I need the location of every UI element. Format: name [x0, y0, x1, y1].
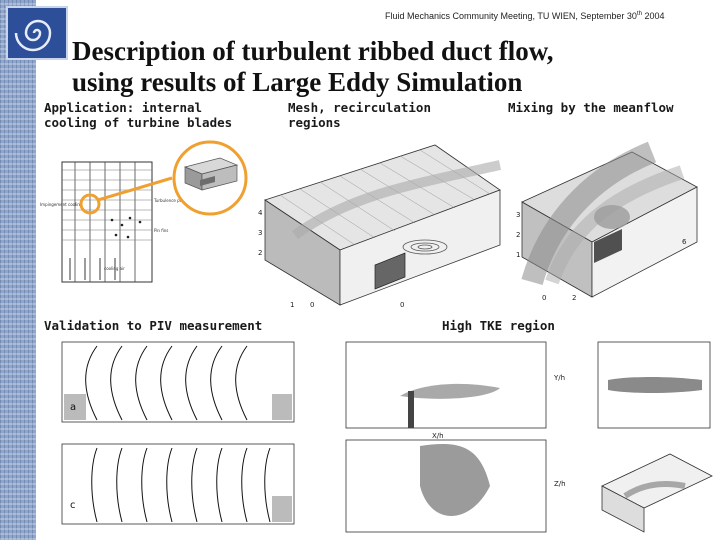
caption-tke: High TKE region — [442, 318, 555, 333]
header-text: Fluid Mechanics Community Meeting, TU WI… — [385, 11, 665, 21]
tke-axis-label-xh: X/h — [432, 432, 444, 440]
svg-text:2: 2 — [258, 249, 262, 257]
caption-mesh: Mesh, recirculation regions — [288, 100, 431, 130]
turbine-label-cooling-air: cooling air — [104, 266, 125, 271]
tke-axis-label-zh: Z/h — [554, 480, 566, 488]
sidebar-pattern — [0, 0, 36, 540]
tke-axis-label-yh: Y/h — [553, 374, 565, 382]
svg-text:0: 0 — [400, 301, 404, 309]
tke-region-figure: X/h Y/h Z/h — [345, 341, 713, 533]
turbine-label-impingement: Impingement cooling — [40, 202, 83, 207]
logo — [6, 6, 68, 60]
mesh-recirculation-figure: 4 3 2 1 0 0 — [258, 144, 502, 309]
svg-text:1: 1 — [290, 301, 294, 309]
panel-c-label: c — [70, 500, 76, 511]
svg-text:2: 2 — [572, 294, 576, 302]
svg-text:6: 6 — [682, 238, 687, 246]
svg-text:4: 4 — [258, 209, 263, 217]
turbine-label-pinfins: Pin fins — [154, 228, 168, 233]
svg-text:2: 2 — [516, 231, 520, 239]
turbine-label-promoters: Turbulence promoters — [153, 198, 198, 203]
caption-mixing: Mixing by the meanflow — [508, 100, 674, 115]
svg-text:0: 0 — [310, 301, 314, 309]
svg-text:3: 3 — [516, 211, 520, 219]
svg-text:3: 3 — [258, 229, 262, 237]
piv-validation-figure: a c — [61, 341, 295, 525]
panel-a-label: a — [70, 402, 76, 413]
caption-application: Application: internal cooling of turbine… — [44, 100, 233, 130]
title-line-2: using results of Large Eddy Simulation — [72, 67, 523, 97]
mixing-meanflow-figure: 3 2 1 0 2 6 — [516, 141, 698, 302]
svg-text:0: 0 — [542, 294, 546, 302]
title-line-1: Description of turbulent ribbed duct flo… — [72, 36, 554, 66]
turbine-blade-figure: Impingement cooling Turbulence promoters… — [40, 140, 248, 283]
caption-validation: Validation to PIV measurement — [44, 318, 263, 333]
slide-title: Description of turbulent ribbed duct flo… — [72, 36, 712, 98]
svg-text:1: 1 — [516, 251, 520, 259]
